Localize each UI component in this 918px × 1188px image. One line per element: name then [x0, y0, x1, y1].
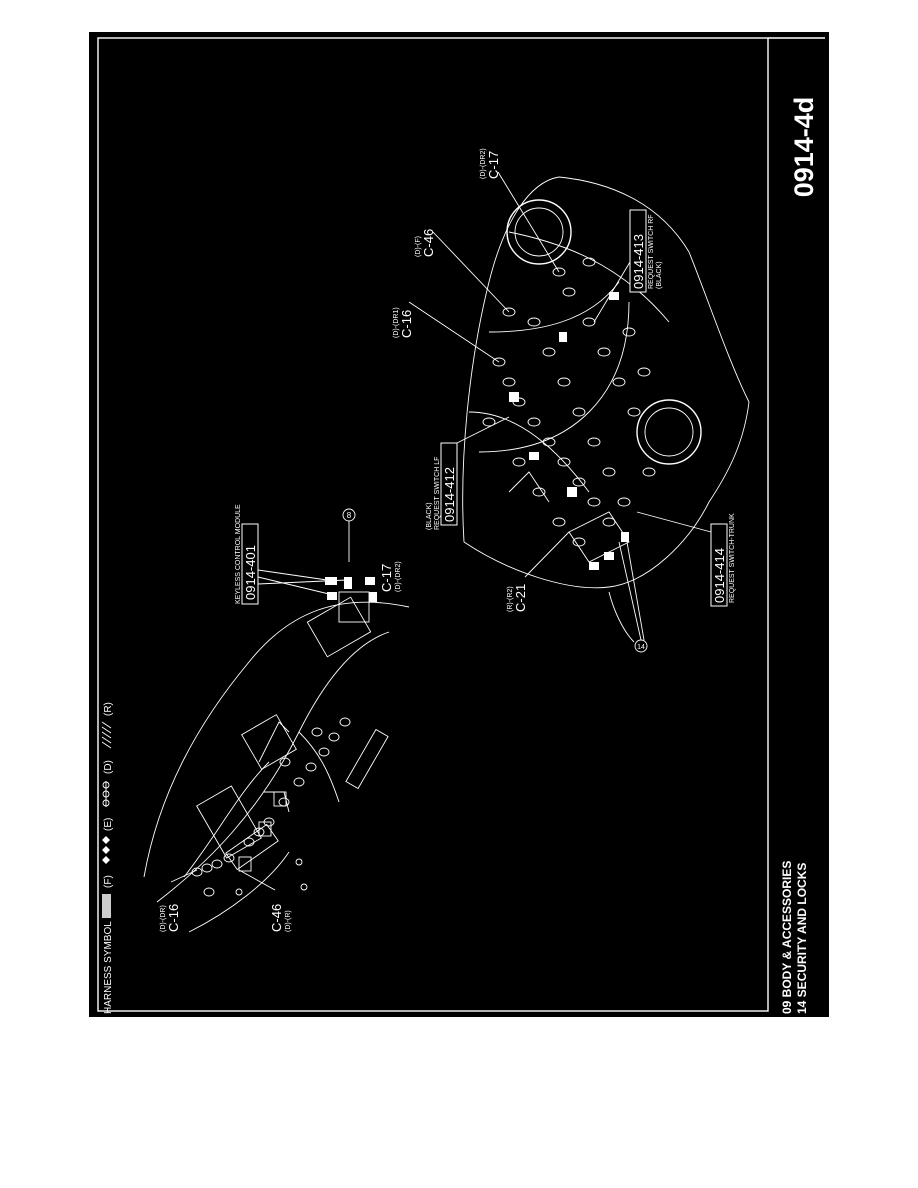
floor-c16-code: C-16	[399, 310, 414, 338]
section-footer: 09 BODY & ACCESSORIES 14 SECURITY AND LO…	[780, 861, 809, 1014]
dash-callout-c17: C-17 (D)-(DR2)	[379, 561, 402, 592]
footer-line-1: 09 BODY & ACCESSORIES	[780, 861, 794, 1014]
switch-trunk-caption: REQUEST SWITCH-TRUNK	[729, 513, 736, 603]
floor-ref-14-symbol: 14	[637, 644, 645, 651]
floor-c17-sub: (D)-(DR2)	[480, 148, 487, 179]
floor-callout-c17: (D)-(DR2) C-17	[480, 148, 560, 273]
floor-c16-leader	[408, 301, 500, 363]
switch-trunk-leader	[636, 511, 712, 533]
dashboard-drawing	[143, 577, 410, 933]
dash-callout-c16: (D)-(DR) C-16	[160, 869, 198, 932]
dash-c46-code: C-46	[269, 904, 284, 932]
floor-drawing	[462, 176, 750, 643]
floor-c17-code: C-17	[486, 151, 501, 179]
switch-rf-note: (BLACK)	[656, 261, 663, 289]
diagram-canvas: HARNESS SYMBOL (F) (E) (D) (R) 09 BODY &…	[97, 37, 825, 1014]
legend-swatch-d	[102, 781, 110, 807]
floor-c46-sub: (D)-(F)	[415, 236, 422, 257]
floor-callout-c21: (R)-(R2) C-21	[507, 531, 570, 612]
request-switch-rf-box: 0914-413 REQUEST SWITCH RF (BLACK)	[593, 209, 663, 323]
floor-c46-code: C-46	[421, 229, 436, 257]
legend-code-f: (F)	[103, 875, 114, 888]
dash-c17-code: C-17	[379, 564, 394, 592]
floor-c21-sub: (R)-(R2)	[507, 586, 514, 612]
switch-trunk-code: 0914-414	[712, 548, 727, 603]
dash-ref-8: 8	[342, 508, 356, 562]
legend-swatch-f	[102, 894, 111, 918]
switch-lf-frame	[440, 442, 458, 526]
dash-c16-leader	[170, 869, 198, 883]
switch-rf-leader	[593, 261, 631, 323]
floor-callout-c46: (D)-(F) C-46	[415, 229, 510, 313]
dash-c46-leader	[238, 869, 276, 891]
legend-code-d: (D)	[103, 760, 114, 774]
floor-c21-code: C-21	[513, 584, 528, 612]
page-number: 0914-4d	[789, 97, 819, 198]
page-number-block: 0914-4d	[789, 97, 819, 198]
legend-swatch-e	[102, 836, 110, 864]
floor-c46-leader	[432, 231, 510, 313]
switch-rf-frame	[629, 209, 647, 293]
floor-callout-c16: (D)-(DR1) C-16	[393, 301, 500, 363]
switch-rf-code: 0914-413	[631, 234, 646, 289]
wiring-diagram-sheet: HARNESS SYMBOL (F) (E) (D) (R) 09 BODY &…	[89, 32, 829, 1017]
switch-lf-caption: REQUEST SWITCH LF	[434, 457, 441, 530]
request-switch-trunk-box: 0914-414 REQUEST SWITCH-TRUNK	[636, 511, 736, 607]
floor-c16-sub: (D)-(DR1)	[393, 307, 400, 338]
dash-ref-8-symbol: 8	[347, 511, 352, 520]
inner-frame	[97, 37, 769, 1012]
keyless-module-frame	[241, 523, 259, 605]
floor-c17-leader	[497, 171, 560, 273]
dash-c16-code: C-16	[166, 904, 181, 932]
request-switch-lf-box: (BLACK) REQUEST SWITCH LF 0914-412	[426, 416, 510, 530]
dash-c16-sub: (D)-(DR)	[160, 905, 167, 932]
footer-line-2: 14 SECURITY AND LOCKS	[795, 863, 809, 1014]
keyless-module-caption: KEYLESS CONTROL MODULE	[235, 504, 242, 604]
legend-code-e: (E)	[103, 818, 114, 831]
floor-c21-leader	[524, 531, 570, 578]
front-wheel	[636, 399, 702, 465]
harness-symbol-label: HARNESS SYMBOL	[103, 921, 114, 1014]
switch-lf-leader	[456, 416, 510, 444]
keyless-module-box: KEYLESS CONTROL MODULE 0914-401	[235, 504, 348, 605]
legend-swatch-r	[101, 721, 112, 749]
rear-wheel	[506, 199, 572, 265]
switch-trunk-frame	[710, 523, 728, 607]
dash-callout-c46: C-46 (D)-(R)	[238, 869, 292, 932]
harness-symbol-legend: HARNESS SYMBOL (F) (E) (D) (R)	[101, 702, 114, 1014]
keyless-module-code: 0914-401	[243, 545, 258, 600]
switch-rf-caption: REQUEST SWITCH RF	[648, 214, 655, 289]
dash-c46-sub: (D)-(R)	[285, 910, 292, 932]
dash-c17-sub: (D)-(DR2)	[395, 561, 402, 592]
switch-lf-code: 0914-412	[442, 467, 457, 522]
floor-ref-14: 14	[618, 541, 648, 653]
legend-code-r: (R)	[103, 702, 114, 716]
switch-lf-note: (BLACK)	[426, 502, 433, 530]
